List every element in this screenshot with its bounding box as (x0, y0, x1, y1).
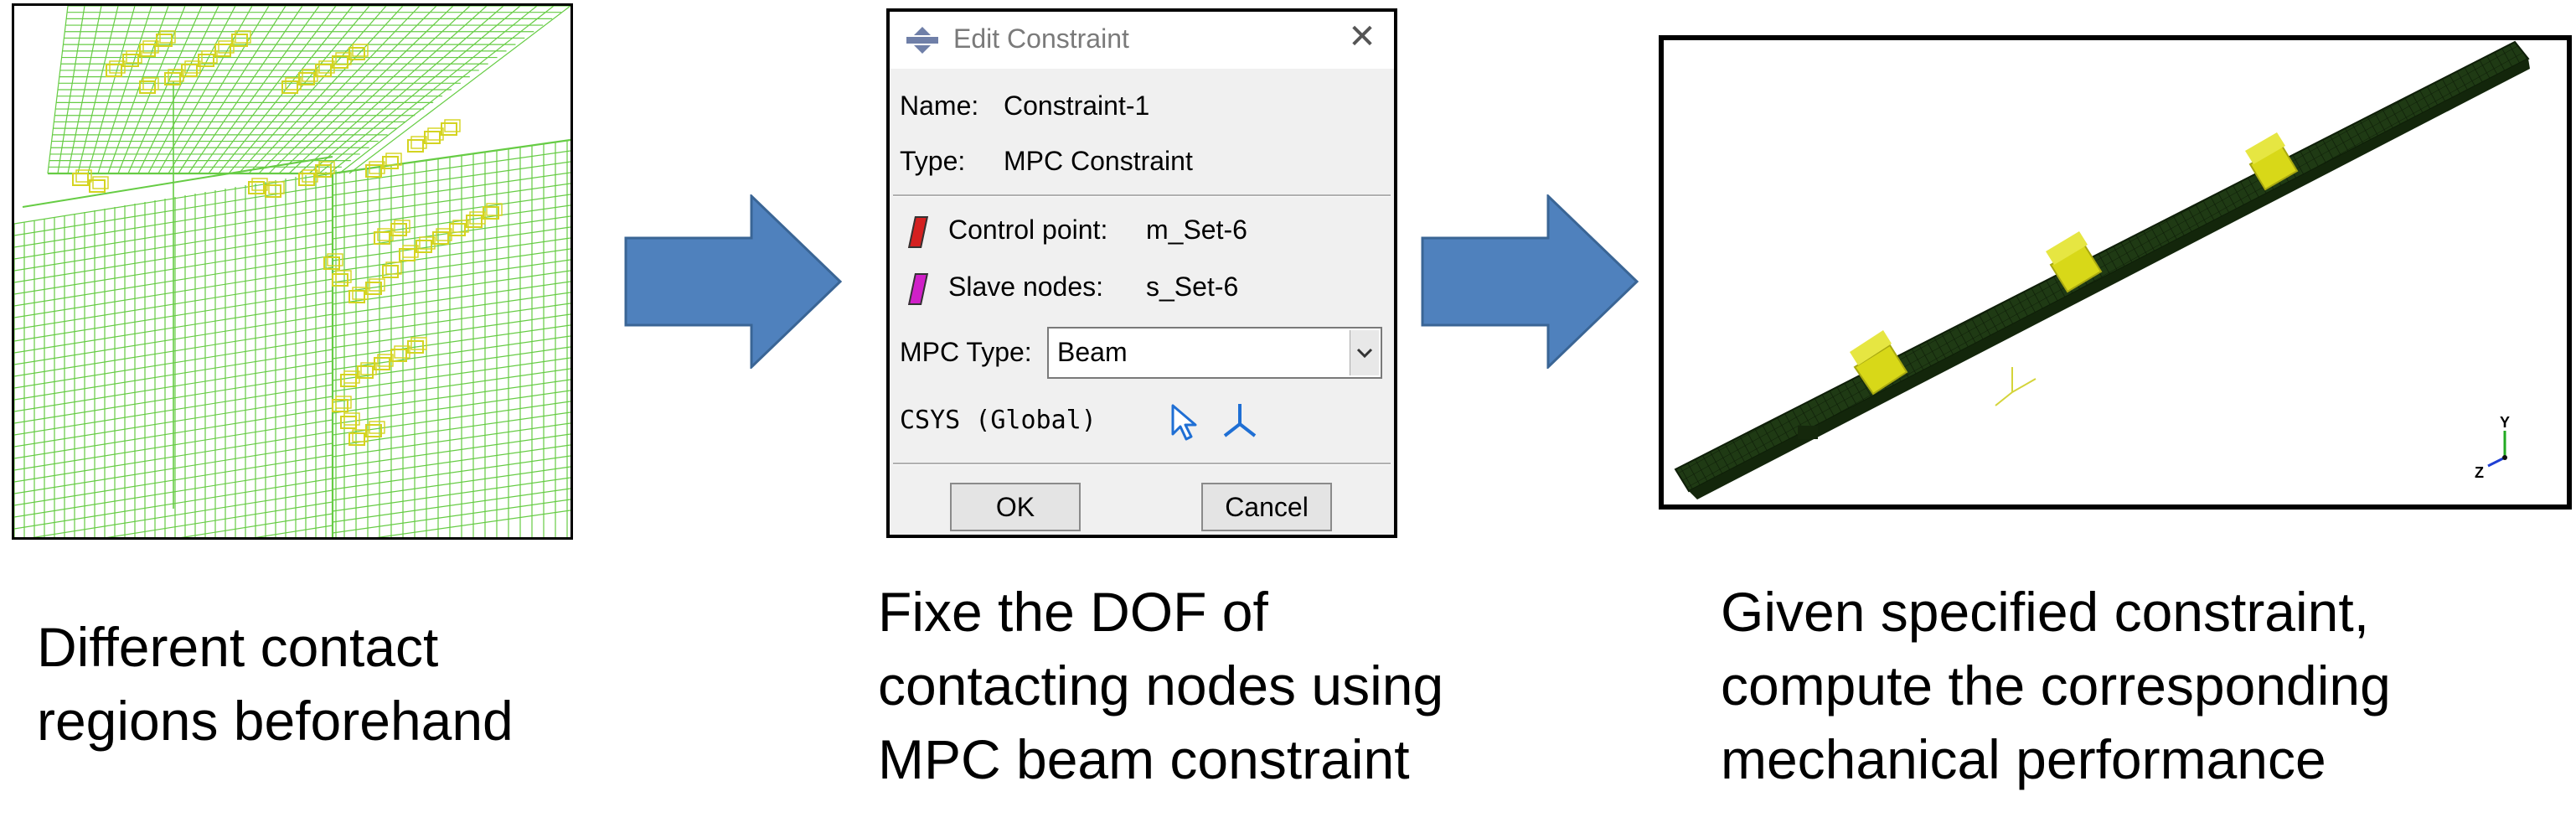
axis-y-label: Y (2500, 414, 2510, 431)
name-label: Name: (900, 91, 979, 121)
constraint-region-3 (2245, 132, 2299, 191)
caption-middle: Fixe the DOF of contacting nodes using M… (878, 575, 1443, 796)
dialog-title: Edit Constraint (953, 23, 1129, 54)
flow-arrow-1 (624, 194, 844, 369)
coordinate-triad-icon[interactable] (1220, 401, 1260, 441)
beam-model-canvas: Y Z (1674, 40, 2530, 499)
caption-right-line-2: compute the corresponding (1721, 654, 2391, 717)
select-cursor-icon[interactable] (1166, 402, 1200, 442)
caption-middle-line-3: MPC beam constraint (878, 728, 1410, 790)
type-value: MPC Constraint (1004, 146, 1193, 176)
caption-middle-line-2: contacting nodes using (878, 654, 1444, 717)
constraint-app-icon (906, 27, 938, 54)
mpc-type-select[interactable]: Beam (1047, 327, 1382, 379)
global-axis-triad: Y Z (2475, 414, 2510, 481)
caption-right-line-1: Given specified constraint, (1721, 581, 2370, 643)
constraint-region-2 (2046, 231, 2103, 293)
csys-label: CSYS (Global) (900, 406, 1097, 435)
mpc-type-label: MPC Type: (900, 337, 1032, 367)
control-point-label: Control point: (948, 215, 1108, 245)
beam-support (1798, 426, 1818, 439)
axis-z-label: Z (2475, 464, 2484, 481)
ok-button[interactable]: OK (950, 483, 1081, 531)
dialog-separator (893, 194, 1391, 197)
mpc-type-value: Beam (1057, 337, 1128, 367)
beam-model-view: Y Z (1659, 35, 2572, 510)
control-point-value: m_Set-6 (1146, 215, 1247, 245)
caption-right-line-3: mechanical performance (1721, 728, 2326, 790)
mesh-wireframe (14, 6, 570, 537)
dialog-separator (893, 463, 1391, 465)
reference-point-triad (1995, 367, 2037, 406)
close-icon[interactable]: ✕ (1348, 18, 1376, 55)
slave-nodes-label: Slave nodes: (948, 272, 1104, 302)
dialog-titlebar: Edit Constraint ✕ (890, 12, 1394, 69)
slave-nodes-value: s_Set-6 (1146, 272, 1239, 302)
constraint-region-1 (1850, 330, 1908, 396)
control-point-color-icon (907, 216, 929, 248)
beam-body (1674, 40, 2530, 493)
flow-arrow-2 (1421, 194, 1640, 369)
caption-left-line-1: Different contact (37, 616, 439, 678)
chevron-down-icon[interactable] (1350, 330, 1379, 375)
caption-left-line-2: regions beforehand (37, 690, 514, 752)
name-value: Constraint-1 (1004, 91, 1150, 121)
contact-regions-mesh-image (12, 3, 573, 540)
edit-constraint-dialog: Edit Constraint ✕ Name: Constraint-1 Typ… (886, 8, 1397, 538)
slave-nodes-color-icon (907, 273, 929, 305)
caption-middle-line-1: Fixe the DOF of (878, 581, 1268, 643)
caption-left: Different contact regions beforehand (37, 610, 514, 758)
caption-right: Given specified constraint, compute the … (1721, 575, 2391, 796)
beam-side (1689, 59, 2530, 499)
type-label: Type: (900, 146, 966, 176)
cancel-button[interactable]: Cancel (1201, 483, 1332, 531)
